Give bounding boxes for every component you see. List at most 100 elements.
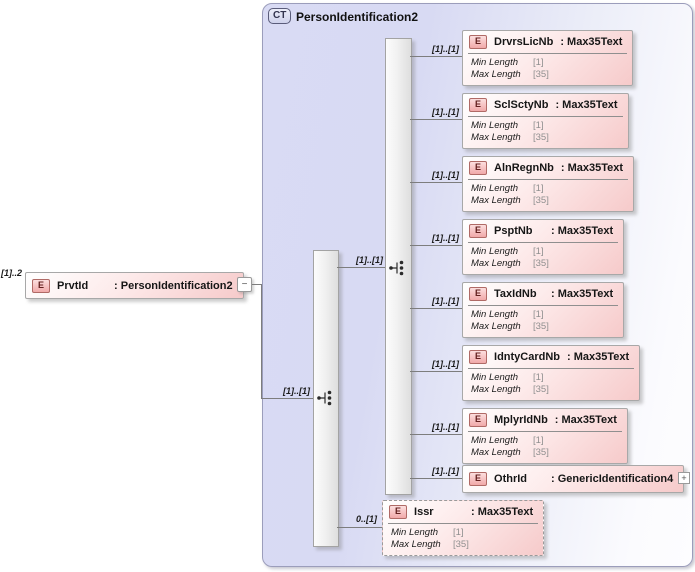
element-type: : Max35Text xyxy=(551,288,614,300)
facets: Min Length [1] Max Length [35] xyxy=(468,116,623,148)
connector-line xyxy=(410,119,462,120)
facets: Min Length [1] Max Length [35] xyxy=(468,179,629,211)
element-icon: E xyxy=(469,472,488,486)
facets: Min Length [1] Max Length [35] xyxy=(468,431,622,463)
element-type: : Max35Text xyxy=(554,414,617,426)
element-type: : PersonIdentification2 xyxy=(114,279,233,292)
max-length-value: [35] xyxy=(533,321,549,332)
complex-type-title: PersonIdentification2 xyxy=(296,10,419,24)
element-name: PsptNb xyxy=(494,225,533,237)
element-icon: E xyxy=(469,224,488,238)
connector-line xyxy=(410,245,462,246)
element-name: Issr xyxy=(414,506,434,518)
sequence-compositor-icon xyxy=(317,390,332,406)
element-type: : Max35Text xyxy=(560,36,623,48)
max-length-value: [35] xyxy=(533,195,549,206)
max-length-label: Max Length xyxy=(391,539,441,550)
element-name: TaxIdNb xyxy=(494,288,537,300)
element-name: AlnRegnNb xyxy=(494,162,554,174)
element-node-alnregnnb: E AlnRegnNb : Max35Text Min Length[1] Ma… xyxy=(462,156,635,212)
cardinality-label: [1]..[1] xyxy=(432,359,459,369)
max-length-value: [35] xyxy=(533,447,549,458)
element-node-drvrslicnb: E DrvrsLicNb : Max35Text Min Length [1] M… xyxy=(462,30,634,86)
facets: Min Length[1] Max Length[35] xyxy=(468,53,628,85)
connector-line xyxy=(261,285,262,399)
min-length-value: [1] xyxy=(533,372,544,383)
min-length-label: Min Length xyxy=(471,435,519,446)
connector-line xyxy=(337,267,385,268)
min-length-value: [1] xyxy=(533,120,544,131)
expand-toggle[interactable]: + xyxy=(678,472,690,484)
max-length-value: [35] xyxy=(533,132,549,143)
min-length-value: [1] xyxy=(533,309,544,320)
cardinality-label: [1]..[1] xyxy=(432,170,459,180)
element-type: : Max35Text xyxy=(560,162,624,174)
root-cardinality: [1]..2 xyxy=(1,268,23,278)
element-type: : Max35Text xyxy=(551,225,614,237)
cardinality-label: [1]..[1] xyxy=(432,422,459,432)
max-length-label: Max Length xyxy=(471,384,521,395)
max-length-value: [35] xyxy=(453,539,469,550)
max-length-label: Max Length xyxy=(471,195,521,206)
max-length-label: Max Length xyxy=(471,69,521,80)
element-icon: E xyxy=(389,505,408,519)
min-length-label: Min Length xyxy=(471,309,519,320)
min-length-label: Min Length xyxy=(471,120,519,131)
min-length-value: [1] xyxy=(533,57,544,68)
connector-line xyxy=(410,308,462,309)
min-length-label: Min Length xyxy=(471,372,519,383)
cardinality-label: [1]..[1] xyxy=(432,44,459,54)
facets: Min Length [1] Max Length [35] xyxy=(468,368,635,400)
cardinality-label: [1]..[1] xyxy=(432,107,459,117)
max-length-label: Max Length xyxy=(471,132,521,143)
connector-line xyxy=(410,478,462,479)
element-name: PrvtId xyxy=(57,279,89,292)
connector-line xyxy=(410,434,462,435)
min-length-value: [1] xyxy=(453,527,464,538)
element-name: DrvrsLicNb xyxy=(494,36,554,48)
facets: Min Length [1] Max Length [35] xyxy=(388,523,539,555)
choice-cardinality: [1]..[1] xyxy=(356,255,383,265)
connector-line xyxy=(410,56,462,57)
complex-type-badge: CT xyxy=(268,8,292,24)
max-length-value: [35] xyxy=(533,258,549,269)
max-length-value: [35] xyxy=(533,384,549,395)
element-icon: E xyxy=(32,278,51,293)
element-node-prvtid: E PrvtId : PersonIdentification2 xyxy=(25,272,244,299)
element-icon: E xyxy=(469,350,488,364)
max-length-label: Max Length xyxy=(471,321,521,332)
element-icon: E xyxy=(469,35,488,49)
min-length-label: Min Length xyxy=(471,183,519,194)
element-name: SclSctyNb xyxy=(494,99,549,111)
facets: Min Length [1] Max Length [35] xyxy=(468,305,619,337)
element-node-taxidnb: E TaxIdNb : Max35Text Min Length[1] Max … xyxy=(462,282,625,338)
min-length-value: [1] xyxy=(533,435,544,446)
element-node-mplyridnb: E MplyrIdNb : Max35Text Min Length [1] Ma… xyxy=(462,408,628,464)
choice-bar xyxy=(385,38,412,495)
connector-line xyxy=(410,371,462,372)
element-name: IdntyCardNb xyxy=(494,351,561,363)
element-icon: E xyxy=(469,413,488,427)
min-length-label: Min Length xyxy=(471,57,519,68)
element-type: : Max35Text xyxy=(567,351,630,363)
element-type: : Max35Text xyxy=(471,506,534,518)
connector-line xyxy=(252,284,262,285)
element-type: : Max35Text xyxy=(555,99,618,111)
cardinality-label: [1]..[1] xyxy=(432,466,459,476)
min-length-value: [1] xyxy=(533,183,544,194)
min-length-label: Min Length xyxy=(391,527,439,538)
element-name: MplyrIdNb xyxy=(494,414,548,426)
element-name: OthrId xyxy=(494,473,528,485)
cardinality-label: [1]..[1] xyxy=(432,233,459,243)
element-node-idntycardnb: E IdntyCardNb : Max35Text Min Length [1] … xyxy=(462,345,641,401)
element-type: : GenericIdentification4 xyxy=(551,473,674,485)
collapse-toggle[interactable]: − xyxy=(237,277,252,292)
connector-line xyxy=(410,182,462,183)
element-node-issr: E Issr : Max35Text Min Length [1] Max Len… xyxy=(382,500,545,556)
element-icon: E xyxy=(469,98,488,112)
facets: Min Length[1] Max Length[35] xyxy=(468,242,619,274)
connector-line xyxy=(262,398,313,399)
max-length-label: Max Length xyxy=(471,258,521,269)
max-length-label: Max Length xyxy=(471,447,521,458)
